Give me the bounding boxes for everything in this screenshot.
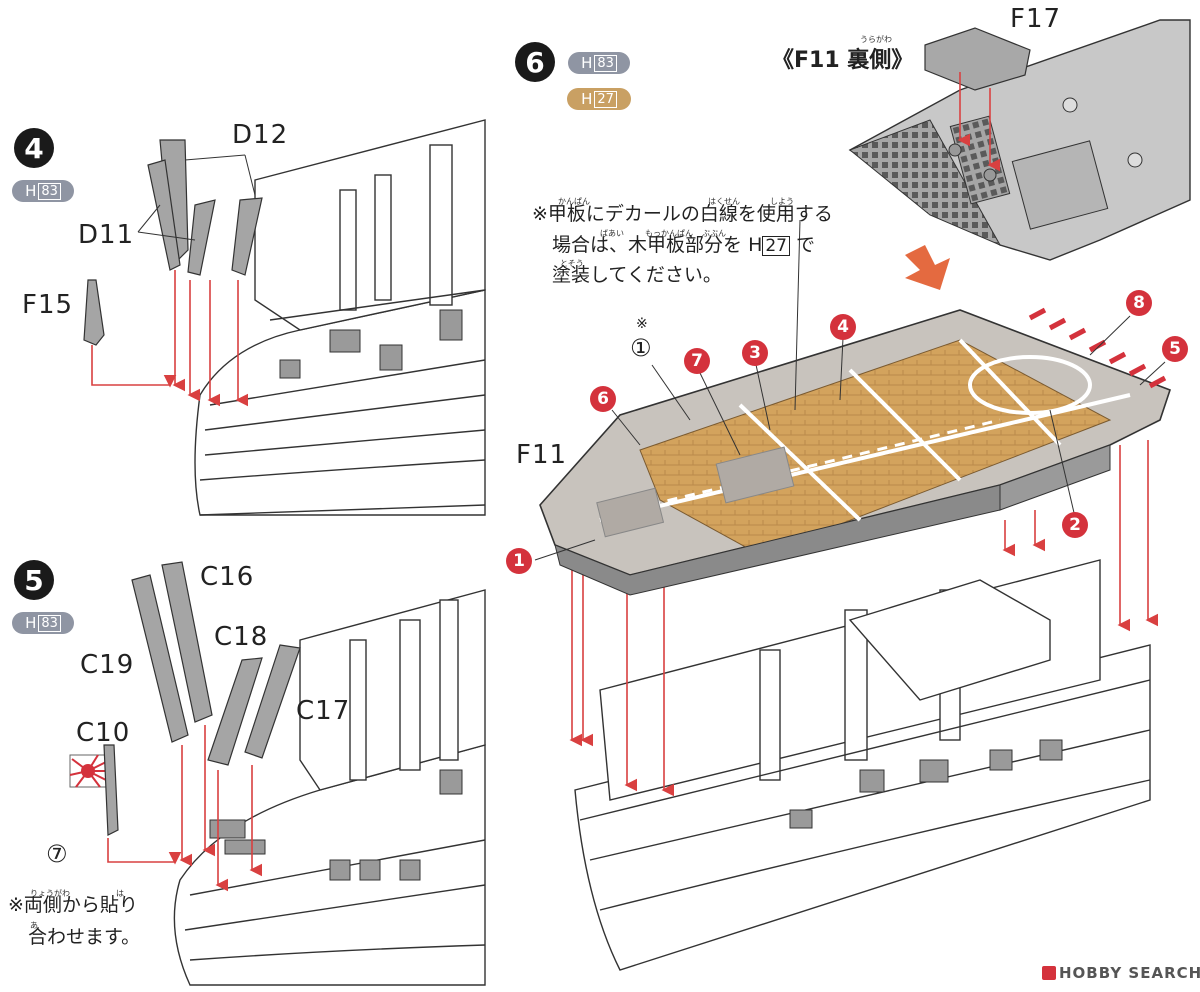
inset-red-arrows [957, 72, 1001, 172]
flag-note-ruby-1b: は [116, 889, 124, 898]
paint-code: 83 [38, 182, 61, 200]
f11-underside-inset [848, 19, 1191, 261]
flag-note-line-1: ※両側から貼り [8, 896, 138, 915]
step6-red-arrows [569, 440, 1159, 797]
step4-gun-blocks [279, 309, 463, 379]
step4-leaders [137, 154, 256, 241]
note-text: 両側から貼り [23, 894, 138, 916]
note-ruby-2c: ぶぶん [702, 229, 726, 238]
paint-letter: H [25, 614, 37, 632]
down-arrow-icon [905, 245, 950, 290]
decal-marker-8: 8 [1126, 290, 1152, 316]
note-ruby-1c: しよう [770, 197, 794, 206]
decal-marker-c1: ① [630, 334, 652, 362]
note-ruby-2a: ばあい [600, 229, 624, 238]
paint-code: 83 [38, 614, 61, 632]
step-4-badge: 4 [14, 128, 54, 168]
note-text: で [796, 234, 816, 256]
flag-note-line-2: 合わせます。 [28, 926, 141, 948]
step4-red-arrows [91, 270, 249, 407]
step4-davits-d11-d12 [147, 139, 263, 276]
decal-marker-6: 6 [590, 386, 616, 412]
note-code-letter: H [748, 234, 763, 256]
part-label-c18: C18 [214, 622, 269, 652]
f11-back-ruby: うらがわ [860, 35, 892, 44]
step5-funnels [131, 561, 301, 766]
deck-note-line-3: 塗装してください。 [552, 264, 722, 286]
logo-icon [1042, 966, 1056, 980]
step6-hull [574, 559, 1151, 971]
note-code: 27 [762, 236, 790, 256]
note-mark: ※ [8, 894, 24, 916]
decal-marker-2: 2 [1062, 512, 1088, 538]
decal-note-mark: ※ [636, 316, 648, 332]
paint-code: 83 [594, 54, 617, 72]
deck-note-line-1: ※甲板にデカールの白線を使用する [532, 205, 833, 224]
paint-letter: H [581, 54, 593, 72]
step5-red-arrows [107, 725, 263, 892]
part-label-d12: D12 [232, 120, 289, 150]
flag-c10 [69, 744, 119, 836]
decal-marker-5: 5 [1162, 336, 1188, 362]
decal-marker-4: 4 [830, 314, 856, 340]
decal-marker-3: 3 [742, 340, 768, 366]
flight-deck-f11 [539, 307, 1172, 596]
part-label-c17: C17 [296, 696, 351, 726]
note-ruby-1b: はくせん [708, 197, 740, 206]
note-ruby-2b: もっかんぱん [645, 229, 693, 238]
part-label-f15: F15 [22, 290, 74, 320]
note-mark: ※ [532, 203, 548, 225]
note-text: 場合は、木甲板部分を [552, 234, 743, 256]
paint-code: 27 [594, 90, 617, 108]
part-label-d11: D11 [78, 220, 135, 250]
part-label-c16: C16 [200, 562, 255, 592]
flag-note-ruby-1: りょうがわ [30, 889, 70, 898]
step-6-badge: 6 [515, 42, 555, 82]
part-label-f11: F11 [516, 440, 568, 470]
logo-text: HOBBY SEARCH [1059, 964, 1200, 982]
step4-hull [194, 119, 486, 516]
note-ruby-3: とそう [560, 259, 584, 268]
decal-leaders [534, 219, 1166, 561]
step6-detail-blocks [789, 739, 1063, 829]
part-label-c10: C10 [76, 718, 131, 748]
note-ruby-1a: かんぱん [558, 197, 590, 206]
flag-decal-marker: ⑦ [46, 840, 68, 868]
f11-back-label: 《F11 裏側》 [772, 48, 914, 73]
part-label-c19: C19 [80, 650, 135, 680]
part-f15 [83, 279, 105, 346]
decal-marker-7: 7 [684, 348, 710, 374]
decal-marker-1: 1 [506, 548, 532, 574]
hobby-search-logo: HOBBY SEARCH [1042, 964, 1200, 982]
step5-hull [173, 589, 486, 986]
paint-letter: H [25, 182, 37, 200]
step-5-badge: 5 [14, 560, 54, 600]
flag-note-ruby-2: あ [30, 921, 38, 930]
part-label-f17: F17 [1010, 4, 1062, 34]
paint-letter: H [581, 90, 593, 108]
note-text: 甲板にデカールの白線を使用する [547, 203, 833, 225]
